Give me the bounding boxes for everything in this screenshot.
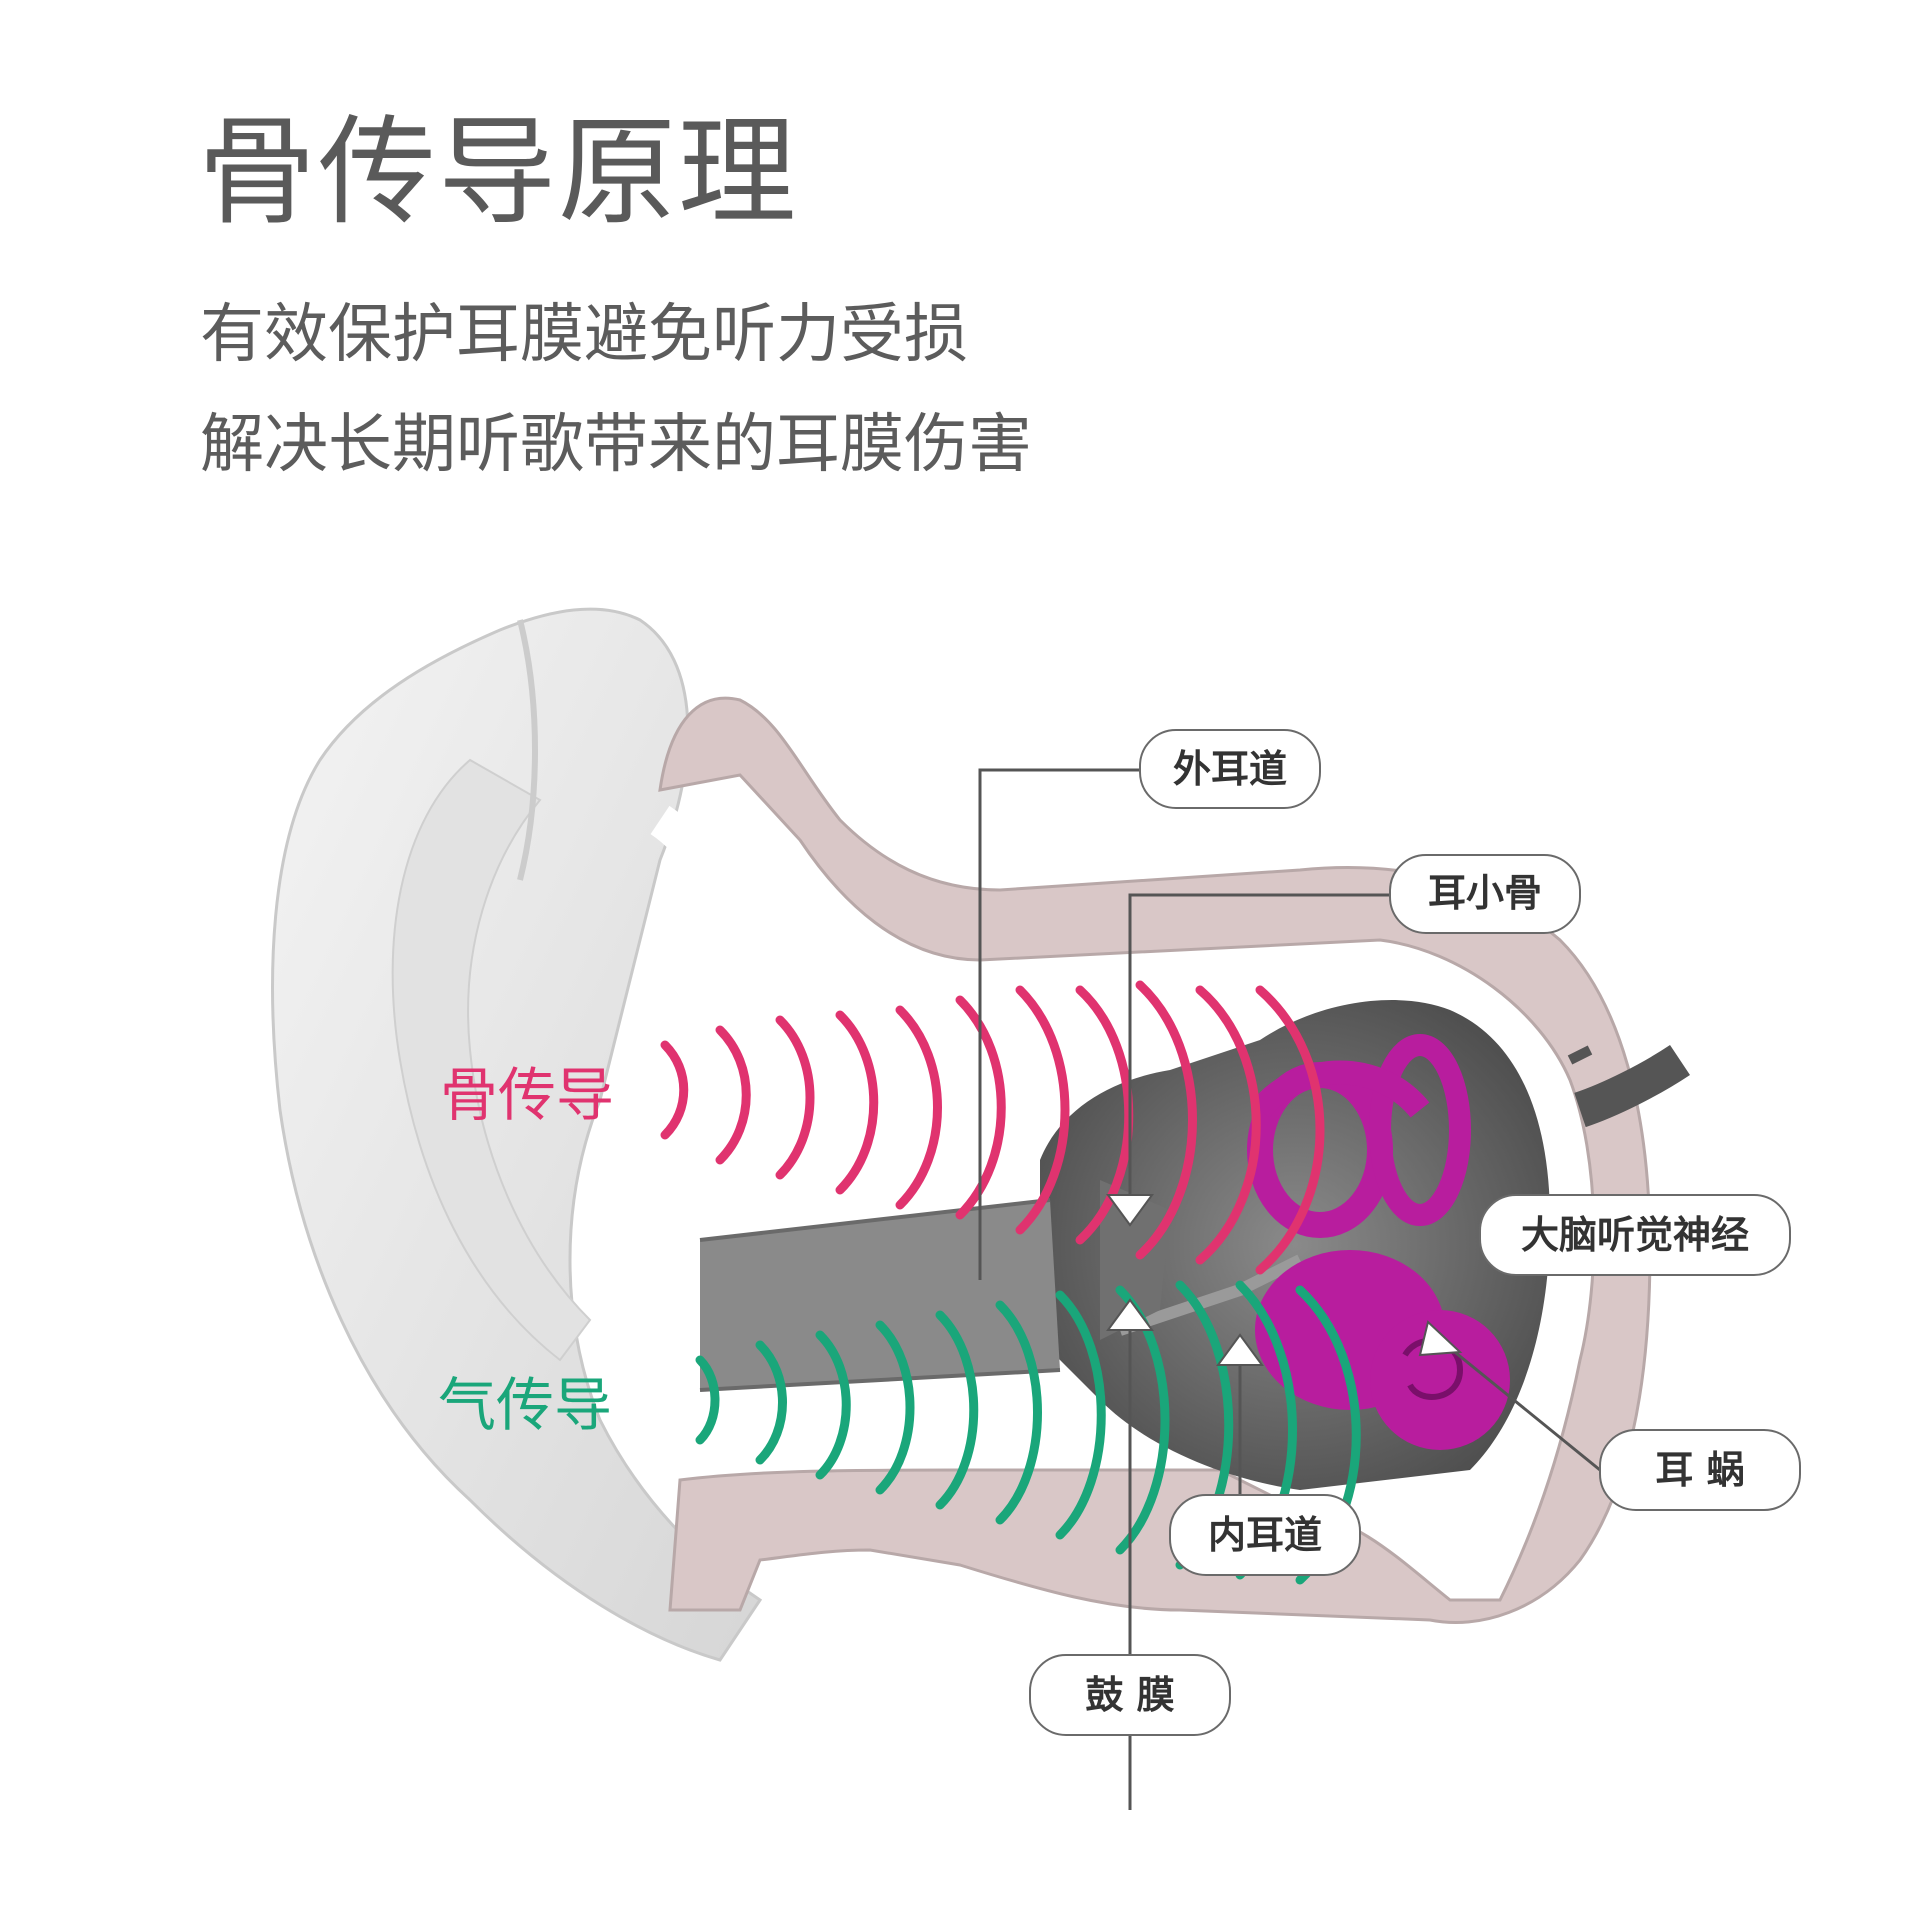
page-title: 骨传导原理 (198, 103, 799, 241)
leader-lines (978, 768, 1601, 1810)
bone-conduction-label: 骨传导 (440, 1061, 614, 1129)
callout-outer-canal: 外耳道 (1139, 729, 1321, 809)
ossicles-label: 耳小骨 (1428, 871, 1542, 915)
leader-arrows (1106, 1194, 1463, 1366)
outer-canal-label: 外耳道 (1173, 747, 1287, 791)
bone-conduction-waves (660, 980, 1325, 1275)
eardrum-label: 鼓 膜 (1085, 1673, 1174, 1717)
callout-auditory-nerve: 大脑听觉神经 (1479, 1194, 1791, 1276)
subtitle-1: 有效保护耳膜避免听力受损 (200, 298, 968, 372)
callout-inner-canal: 内耳道 (1169, 1494, 1361, 1576)
cochlea-label: 耳 蜗 (1655, 1448, 1744, 1492)
callout-eardrum: 鼓 膜 (1029, 1654, 1231, 1736)
auditory-nerve-cable (1567, 1044, 1690, 1128)
callout-cochlea: 耳 蜗 (1599, 1429, 1801, 1511)
inner-canal-label: 内耳道 (1208, 1513, 1322, 1557)
cochlea-structure (1247, 1034, 1510, 1450)
ear-diagram: 骨传导 气传导 外耳道 耳小骨 大脑听觉神经 耳 蜗 内耳道 鼓 膜 (271, 607, 1801, 1810)
auditory-nerve-label: 大脑听觉神经 (1521, 1213, 1749, 1257)
subtitle-2: 解决长期听歌带来的耳膜伤害 (200, 408, 1032, 482)
air-conduction-label: 气传导 (438, 1371, 612, 1439)
callout-ossicles: 耳小骨 (1389, 854, 1581, 934)
ear-canal (699, 1198, 1061, 1392)
